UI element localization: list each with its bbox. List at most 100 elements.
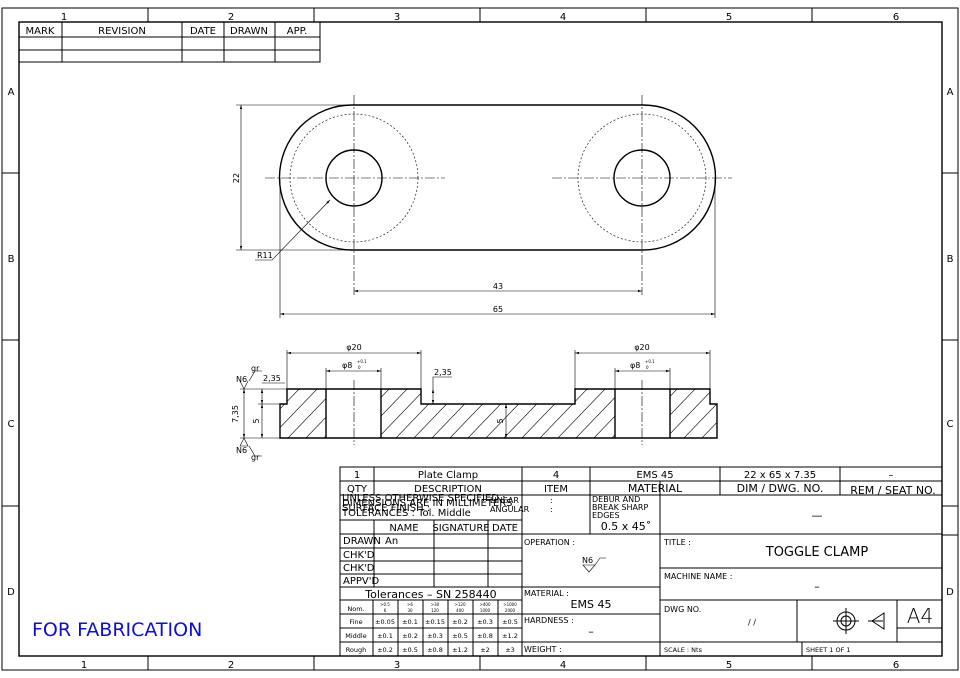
bom-header-item: ITEM bbox=[544, 484, 568, 495]
tol-range-from: >1000 bbox=[503, 602, 517, 607]
dim-centers: 43 bbox=[493, 282, 503, 291]
bom-dim: 22 x 65 x 7.35 bbox=[744, 470, 816, 481]
chamfer-value: 0.5 x 45˚ bbox=[601, 520, 652, 533]
drawing-frame: 1 2 3 4 5 6 1 2 3 4 5 6 A B C D A B C D bbox=[1, 7, 959, 671]
tol-cell: Rough bbox=[346, 646, 367, 654]
zone-row-c-right: C bbox=[947, 419, 954, 430]
tol-range-from: >30 bbox=[431, 602, 440, 607]
zone-row-d: D bbox=[7, 587, 15, 598]
hatch-line bbox=[736, 386, 788, 440]
bom-header-dim: DIM / DWG. NO. bbox=[737, 482, 824, 495]
tol-range-from: >0.5 bbox=[380, 602, 390, 607]
section-view: φ20 φ20 φ8 +0.1 0 φ8 +0.1 0 2,35 2,35 7,… bbox=[231, 343, 806, 462]
zone-col-4-bottom: 4 bbox=[560, 660, 566, 671]
note-3: SURFACE FINISH : bbox=[342, 503, 430, 514]
dim-thickness: 7,35 bbox=[231, 405, 240, 423]
bom-header-description: DESCRIPTION bbox=[414, 484, 482, 495]
note-1: UNLESS OTHERWISE SPECIFIED : bbox=[342, 493, 506, 504]
bom-material: EMS 45 bbox=[636, 470, 673, 481]
tol-lower-right: 0 bbox=[646, 365, 649, 370]
tol-cell: ±0.1 bbox=[402, 618, 418, 626]
tol-cell: ±0.5 bbox=[452, 632, 468, 640]
rev-header-app: APP. bbox=[287, 26, 308, 37]
zone-col-3: 3 bbox=[394, 12, 400, 23]
sign-header-date: DATE bbox=[492, 523, 518, 534]
top-right-value: — bbox=[812, 509, 823, 522]
finish-note-bottom: gr bbox=[251, 453, 260, 462]
tol-cell: ±0.2 bbox=[452, 618, 468, 626]
angular-colon: : bbox=[550, 505, 553, 514]
title-block: 1 Plate Clamp 4 EMS 45 22 x 65 x 7.35 – … bbox=[339, 466, 958, 657]
tol-cell: ±0.3 bbox=[427, 632, 443, 640]
tol-cell: ±0.1 bbox=[377, 632, 393, 640]
sheet-size: A4 bbox=[907, 604, 933, 628]
hardness-value: – bbox=[588, 625, 594, 638]
projection-symbol-icon bbox=[833, 608, 885, 634]
tol-cell: Fine bbox=[349, 618, 362, 626]
debur-line-1: DEBUR AND bbox=[592, 495, 640, 504]
top-view: 22 43 65 R11 bbox=[232, 95, 732, 318]
tol-cell: ±0.05 bbox=[375, 618, 395, 626]
zone-col-2-bottom: 2 bbox=[228, 660, 234, 671]
bom-header-rem: REM / SEAT NO. bbox=[850, 484, 936, 497]
hatch-line bbox=[718, 386, 770, 440]
zone-col-6: 6 bbox=[893, 12, 899, 23]
finish-top: N6 bbox=[236, 375, 247, 384]
sign-name-drawn: An bbox=[385, 536, 398, 547]
dim-hole-dia-left: φ8 bbox=[342, 361, 352, 370]
tol-cell: ±2 bbox=[480, 646, 490, 654]
hatch-line bbox=[321, 389, 375, 438]
dim-hole-dia-right: φ8 bbox=[630, 361, 640, 370]
tol-lower-left: 0 bbox=[358, 365, 361, 370]
dwg-no-value: / / bbox=[748, 618, 756, 627]
hatch-line bbox=[754, 386, 806, 440]
weight-label: WEIGHT : bbox=[524, 645, 562, 654]
sheet-number: SHEET 1 OF 1 bbox=[806, 646, 851, 654]
bom-header-qty: QTY bbox=[347, 484, 368, 495]
bom-description: Plate Clamp bbox=[418, 470, 478, 481]
zone-row-b: B bbox=[8, 254, 15, 265]
dwg-no-label: DWG NO. bbox=[664, 605, 701, 614]
tol-upper-left: +0.1 bbox=[357, 359, 367, 364]
angular-label: ANGULAR bbox=[490, 505, 530, 514]
dim-step-middle: 2,35 bbox=[434, 368, 452, 377]
dim-web-left: 5 bbox=[252, 418, 261, 423]
bom-qty: 1 bbox=[354, 470, 360, 481]
surface-finish-icon bbox=[582, 557, 606, 573]
title-label: TITLE : bbox=[663, 538, 691, 547]
tol-cell: ±1.2 bbox=[502, 632, 518, 640]
revision-table: MARK REVISION DATE DRAWN APP. bbox=[18, 21, 321, 63]
dim-boss-dia-left: φ20 bbox=[346, 343, 361, 352]
tol-range-from: >120 bbox=[455, 602, 466, 607]
tol-cell: ±3 bbox=[505, 646, 515, 654]
linear-label: LINEAR bbox=[490, 496, 519, 505]
note-4: TOLERANCES : Tol. Middle bbox=[341, 508, 471, 519]
tol-range-label: Nom. bbox=[347, 605, 364, 613]
note-2: DIMENSIONS ARE IN MILLIMETERS bbox=[342, 498, 512, 509]
fabrication-stamp: FOR FABRICATION bbox=[32, 619, 202, 641]
dim-length: 65 bbox=[493, 305, 503, 314]
linear-colon: : bbox=[550, 496, 553, 505]
tol-range-to: 1000 bbox=[480, 608, 491, 613]
debur-line-3: EDGES bbox=[592, 511, 620, 520]
zone-row-b-right: B bbox=[947, 254, 954, 265]
bom-header-material: MATERIAL bbox=[628, 482, 683, 495]
tol-range-to: 30 bbox=[407, 608, 413, 613]
hatch-line bbox=[609, 389, 663, 438]
tol-cell: Middle bbox=[345, 632, 366, 640]
machine-name-value: – bbox=[814, 580, 820, 593]
sign-label-checked-2: CHK'D bbox=[343, 563, 375, 574]
zone-row-a: A bbox=[8, 87, 15, 98]
tol-cell: ±0.2 bbox=[402, 632, 418, 640]
tol-cell: ±0.5 bbox=[402, 646, 418, 654]
dim-height: 22 bbox=[232, 173, 241, 183]
zone-col-2: 2 bbox=[228, 12, 234, 23]
bom-item: 4 bbox=[553, 470, 559, 481]
title-value: TOGGLE CLAMP bbox=[765, 545, 869, 560]
tolerances-title: Tolerances – SN 258440 bbox=[364, 588, 496, 601]
zone-row-d-right: D bbox=[946, 587, 954, 598]
machine-name-label: MACHINE NAME : bbox=[664, 572, 732, 581]
debur-line-2: BREAK SHARP bbox=[592, 503, 648, 512]
sign-label-approved: APPV'D bbox=[343, 576, 379, 587]
